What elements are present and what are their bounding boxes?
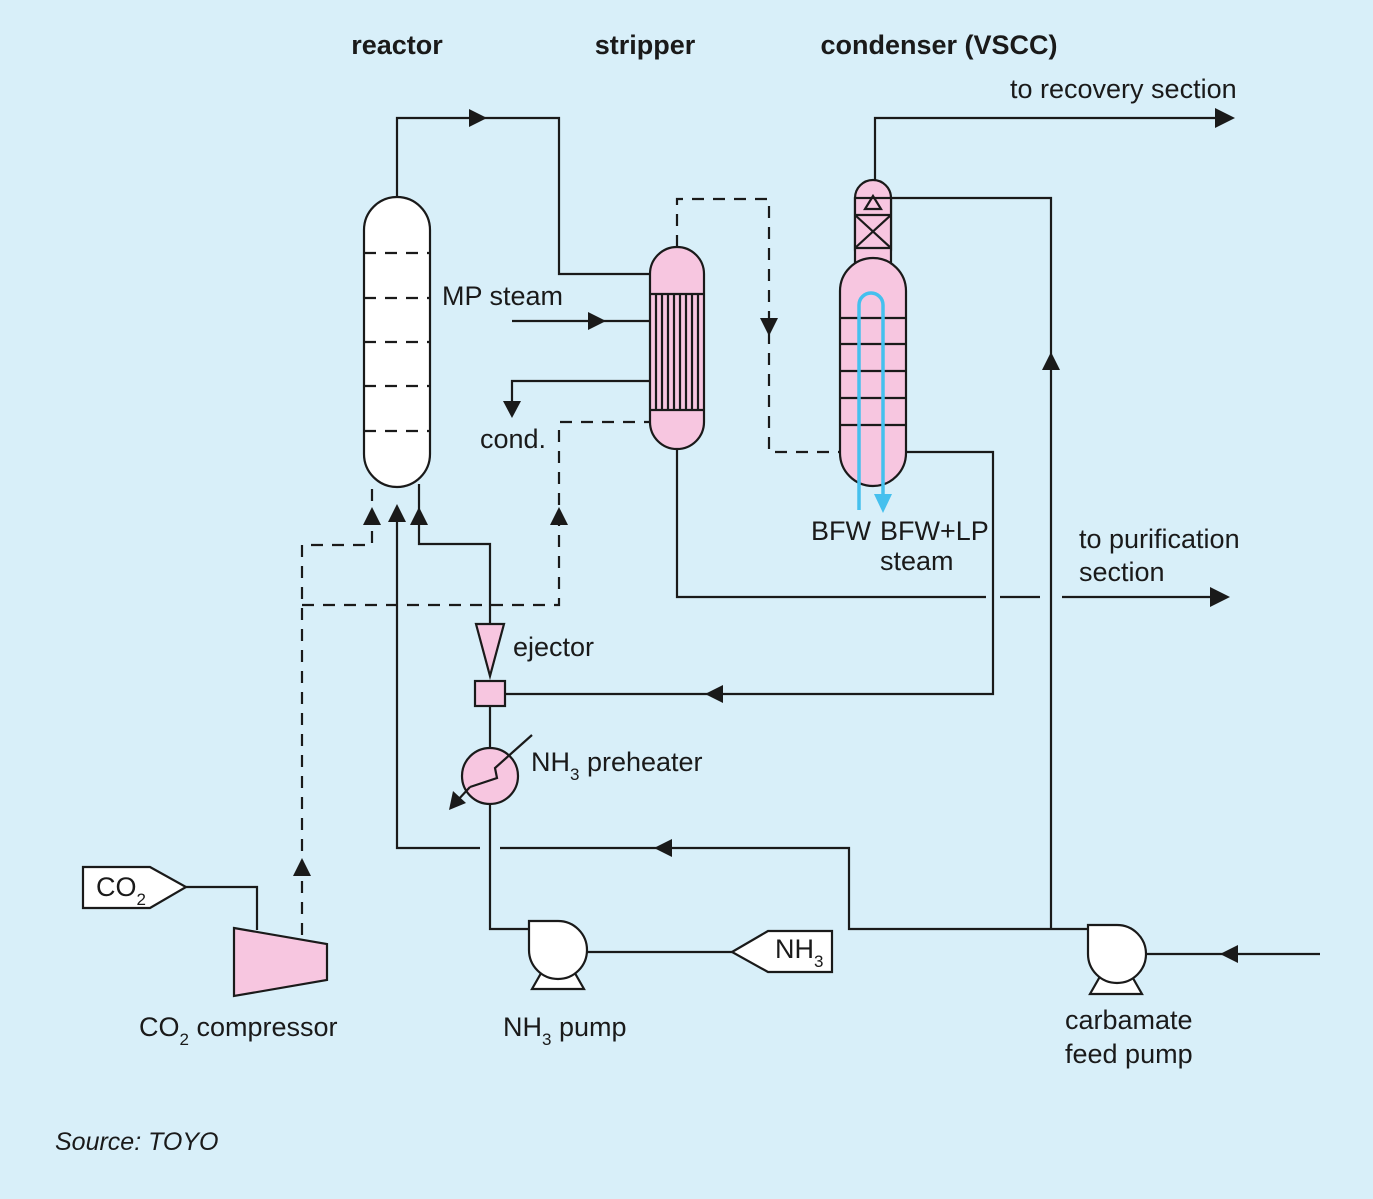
co2-compressor-label-rest: compressor <box>189 1012 338 1042</box>
flow-arrows <box>293 108 1238 963</box>
reactor-header: reactor <box>351 30 443 60</box>
to-purification-label: to purification <box>1079 524 1240 554</box>
co2-compressor-subscript: 2 <box>180 1030 189 1049</box>
carbamate-pump-label: carbamate <box>1065 1005 1193 1035</box>
to-recovery-label: to recovery section <box>1010 74 1237 104</box>
nh3-preheater-label-rest: preheater <box>579 747 702 777</box>
nh3-feed-subscript: 3 <box>814 952 823 971</box>
svg-text:NH3 pump: NH3 pump <box>503 1012 627 1049</box>
steam-label: steam <box>880 546 954 576</box>
nh3-pump-subscript: 3 <box>542 1030 551 1049</box>
bfw-outlet-arrow <box>874 494 892 513</box>
reactor-vessel <box>362 195 432 489</box>
svg-text:CO2 compressor: CO2 compressor <box>139 1012 338 1049</box>
mp-steam-label: MP steam <box>442 281 563 311</box>
bfw-lp-label: BFW+LP <box>880 516 989 546</box>
carbamate-pump-label-line2: feed pump <box>1065 1039 1193 1069</box>
svg-text:NH3 preheater: NH3 preheater <box>531 747 703 784</box>
co2-feed-text: CO <box>96 872 137 902</box>
nh3-pump-label: NH <box>503 1012 542 1042</box>
bfw-label: BFW <box>811 516 872 546</box>
carbamate-feed-pump <box>1086 923 1148 996</box>
co2-feed-tag: CO2 <box>81 865 189 910</box>
nh3-preheater-subscript: 3 <box>570 765 579 784</box>
nh3-preheater <box>449 734 533 810</box>
co2-compressor-label: CO <box>139 1012 180 1042</box>
to-purification-label-line2: section <box>1079 557 1165 587</box>
source-credit: Source: TOYO <box>55 1128 219 1156</box>
stripper-header: stripper <box>595 30 696 60</box>
condenser-vessel <box>838 178 908 513</box>
stripper-vessel <box>648 245 706 451</box>
svg-text:CO2: CO2 <box>96 872 146 909</box>
bfw-coil <box>857 291 885 510</box>
co2-feed-subscript: 2 <box>137 890 146 909</box>
svg-text:NH3: NH3 <box>775 934 823 971</box>
nh3-pump <box>527 919 589 991</box>
cond-label: cond. <box>480 424 546 454</box>
condenser-header: condenser (VSCC) <box>820 30 1057 60</box>
ejector-label: ejector <box>513 632 594 662</box>
nh3-preheater-label: NH <box>531 747 570 777</box>
co2-compressor <box>232 926 329 998</box>
distributor-icon <box>863 193 883 211</box>
nh3-feed-text: NH <box>775 934 814 964</box>
nh3-feed-tag: NH3 <box>729 929 834 974</box>
process-lines <box>186 116 1320 956</box>
nh3-pump-label-rest: pump <box>551 1012 626 1042</box>
ejector <box>473 622 507 708</box>
